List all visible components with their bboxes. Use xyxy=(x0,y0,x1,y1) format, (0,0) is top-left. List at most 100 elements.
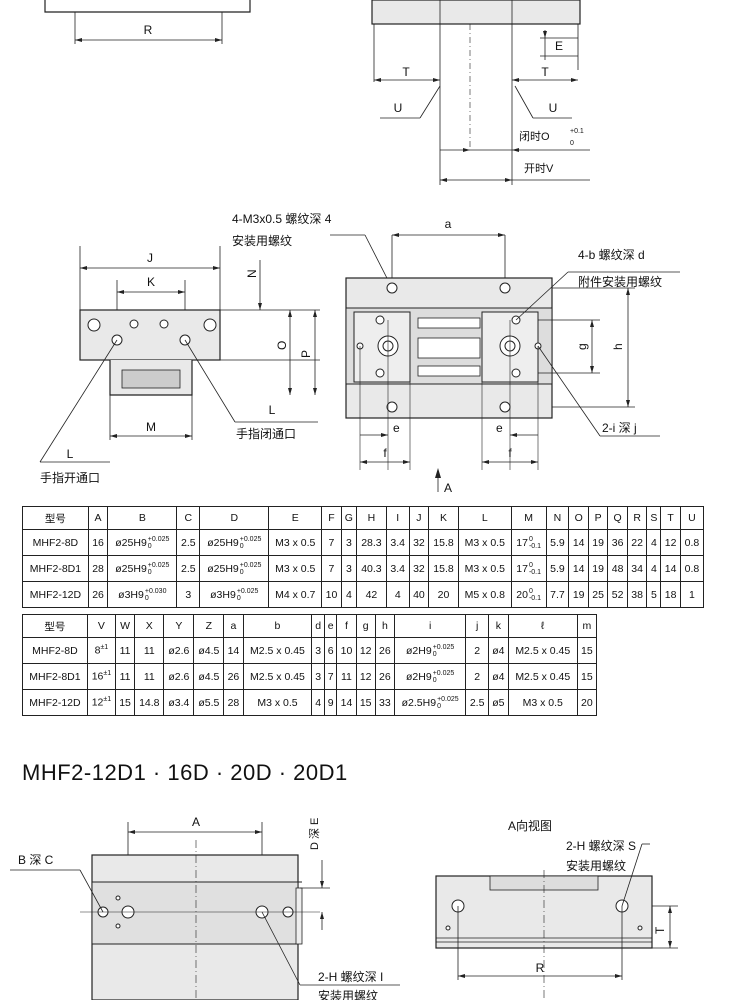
dim-a: a xyxy=(445,217,452,231)
cell-f: 11 xyxy=(336,663,357,690)
cell-V-tol: ±1 xyxy=(103,696,112,704)
table2-header: i xyxy=(393,614,467,638)
model-cell: MHF2-8D xyxy=(22,529,89,556)
cell-Y: ø3.4 xyxy=(163,689,195,716)
dim-T-left: T xyxy=(402,65,410,79)
cell-a: 26 xyxy=(223,663,244,690)
cell-Z: ø4.5 xyxy=(193,637,225,664)
dim-O: O xyxy=(275,341,289,350)
bottom-right-body xyxy=(435,843,678,1000)
model-cell: MHF2-12D xyxy=(22,689,88,716)
table2-header: Z xyxy=(193,614,225,638)
table1-header: Q xyxy=(607,506,628,530)
table1-header: 型号 xyxy=(22,506,89,530)
cell-a: 28 xyxy=(223,689,244,716)
table2-header: W xyxy=(114,614,136,638)
table2-header: d xyxy=(311,614,325,638)
mid-right-drawing: a g h e e f f A 2-i 深 j 4-b 螺纹深 d 附件安装用螺… xyxy=(330,217,680,495)
cell-J: 32 xyxy=(408,555,430,582)
cell-b: M2.5 x 0.45 xyxy=(242,663,313,690)
cell-B-value: ø25H9 xyxy=(115,536,147,549)
view-arrow-A: A xyxy=(444,481,452,495)
cell-C: 2.5 xyxy=(176,529,201,556)
cell-U: 0.8 xyxy=(679,529,705,556)
cell-W: 11 xyxy=(114,637,136,664)
cell-F: 7 xyxy=(321,555,342,582)
cell-g: 15 xyxy=(355,689,376,716)
cell-f: 14 xyxy=(336,689,357,716)
table1-header: E xyxy=(268,506,323,530)
model-cell: MHF2-12D xyxy=(22,581,89,608)
view-title-A: A向视图 xyxy=(508,818,552,833)
cell-l: M2.5 x 0.45 xyxy=(507,637,578,664)
dim-R-top: R xyxy=(144,23,153,37)
dim-E: E xyxy=(555,39,563,53)
cell-S: 5 xyxy=(646,581,662,608)
table2-header: X xyxy=(134,614,165,638)
table2-header: h xyxy=(374,614,395,638)
table1-header: B xyxy=(107,506,178,530)
cell-W: 15 xyxy=(114,689,136,716)
table1-header: G xyxy=(340,506,358,530)
cell-K: 15.8 xyxy=(428,555,459,582)
mid-left-drawing: J K N O P L M 手指闭通口 L 手指开通口 xyxy=(39,246,320,485)
cell-M-value: 20 xyxy=(516,588,528,601)
dim-J: J xyxy=(147,251,153,265)
cell-k: ø4 xyxy=(487,637,509,664)
cell-Y: ø2.6 xyxy=(163,637,195,664)
dim-M: M xyxy=(146,420,156,434)
note-H-S-line1: 2-H 螺纹深 S xyxy=(566,839,636,853)
cell-L: M3 x 0.5 xyxy=(457,529,512,556)
cell-P: 25 xyxy=(587,581,609,608)
cell-j: 2 xyxy=(465,663,489,690)
cell-R: 38 xyxy=(626,581,648,608)
cell-G: 3 xyxy=(340,529,358,556)
cell-I: 3.4 xyxy=(385,529,410,556)
cell-A: 16 xyxy=(87,529,109,556)
cell-k: ø4 xyxy=(487,663,509,690)
cell-I: 4 xyxy=(385,581,410,608)
dim-K: K xyxy=(147,275,155,289)
cell-k: ø5 xyxy=(487,689,509,716)
mid-right-notes: 4-M3x0.5 螺纹深 4 安装用螺纹 xyxy=(232,212,332,248)
table2-header: V xyxy=(86,614,116,638)
cell-X: 11 xyxy=(134,637,165,664)
cell-E: M4 x 0.7 xyxy=(268,581,323,608)
cell-h: 33 xyxy=(374,689,395,716)
note-H-line1: 2-H 螺纹深 I xyxy=(318,970,383,984)
cell-W: 11 xyxy=(114,663,136,690)
top-right-body xyxy=(371,0,590,185)
cell-e: 6 xyxy=(323,637,338,664)
table2-header: f xyxy=(336,614,357,638)
cell-Q: 52 xyxy=(607,581,628,608)
table-row: MHF2-8D1 16±1 11 11 ø2.6 ø4.5 26 M2.5 x … xyxy=(22,663,598,690)
cell-J: 32 xyxy=(408,529,430,556)
table1-header: O xyxy=(568,506,589,530)
table1-header: K xyxy=(428,506,459,530)
table1-header: T xyxy=(660,506,681,530)
cell-d: 3 xyxy=(311,663,325,690)
cell-M-value: 17 xyxy=(516,536,528,549)
cell-f: 10 xyxy=(336,637,357,664)
cell-L: M5 x 0.8 xyxy=(457,581,512,608)
dim-g: g xyxy=(575,343,589,350)
table2-header: e xyxy=(323,614,338,638)
table2-header: Y xyxy=(163,614,195,638)
cell-P: 19 xyxy=(587,529,609,556)
table2-header: k xyxy=(487,614,509,638)
cell-V: 12±1 xyxy=(86,689,116,716)
note-i-depth: 2-i 深 j xyxy=(602,421,637,435)
cell-G: 3 xyxy=(340,555,358,582)
table2-header: 型号 xyxy=(22,614,88,638)
cell-M: 170-0.1 xyxy=(510,555,547,582)
model-cell: MHF2-8D xyxy=(22,637,88,664)
